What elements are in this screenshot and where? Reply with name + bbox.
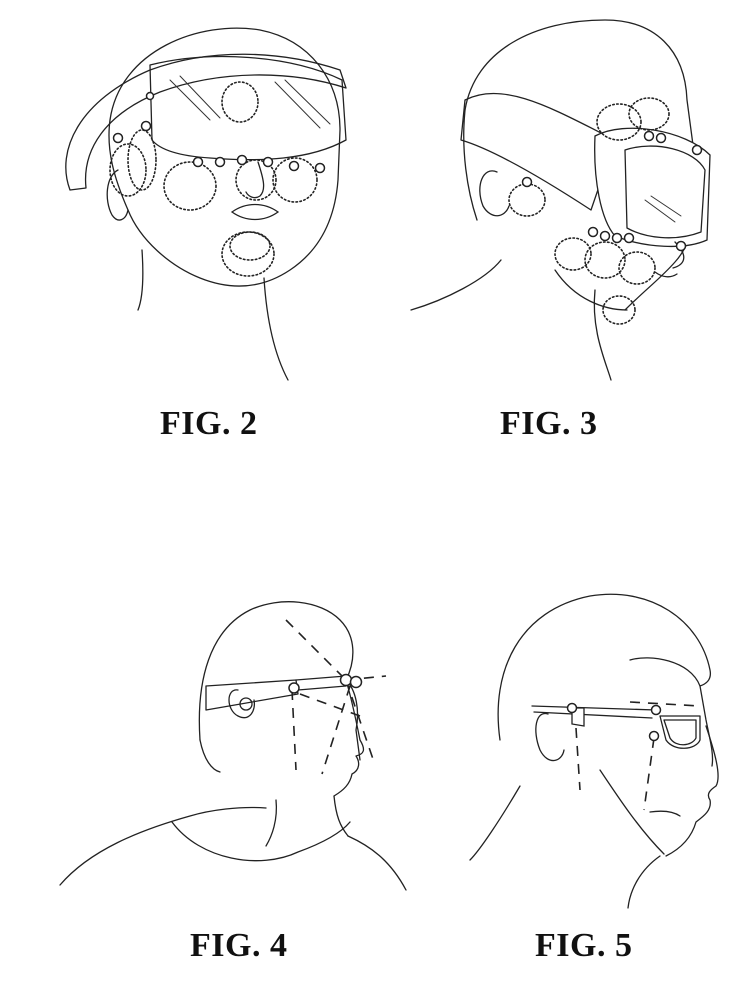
fig4-sensor: [289, 683, 299, 693]
fig4-collar: [172, 822, 350, 861]
fig4-shoulders: [60, 807, 266, 885]
fig2-headband: [66, 54, 346, 190]
fig5-neck-front: [628, 856, 660, 908]
fig5-temple-arm: [534, 712, 652, 718]
fig2-sensing-region: [222, 82, 258, 122]
fig2-neck-right: [264, 278, 288, 380]
fig4-sensing-line: [292, 690, 296, 770]
figure-4: [60, 590, 410, 900]
fig2-label: FIG. 2: [160, 405, 257, 443]
fig4-sensor: [351, 677, 362, 688]
fig2-visor-glare: [285, 80, 330, 124]
fig3-ear: [480, 171, 509, 216]
fig2-sensor: [264, 158, 273, 167]
fig5-face-profile: [666, 726, 718, 856]
fig3-sensor: [677, 242, 686, 251]
fig4-back-of-head: [200, 740, 220, 772]
figure-3: [405, 10, 725, 390]
fig4-neck: [266, 800, 276, 846]
fig4-label: FIG. 4: [190, 927, 287, 965]
fig2-sensing-region: [128, 130, 156, 190]
fig5-label: FIG. 5: [535, 927, 632, 965]
fig3-sensor: [693, 146, 702, 155]
fig3-mouth: [655, 272, 677, 277]
fig3-jaw: [555, 270, 627, 310]
fig4-drawing: [60, 590, 410, 900]
fig4-sensing-line: [346, 680, 374, 762]
fig2-sensor: [238, 156, 247, 165]
fig3-neck-back: [411, 260, 501, 310]
fig5-lens: [660, 716, 700, 748]
fig2-sensor: [142, 122, 151, 131]
fig5-sensing-line: [576, 728, 580, 790]
fig4-sensing-line: [322, 686, 350, 774]
figure-2: [50, 10, 370, 390]
fig4-shoulder-right: [348, 836, 406, 890]
fig5-hairline: [630, 658, 700, 686]
fig2-sensor: [194, 158, 203, 167]
fig3-label: FIG. 3: [500, 405, 597, 443]
fig2-drawing: [50, 10, 370, 390]
fig2-sensor: [290, 162, 299, 171]
fig4-sensor: [341, 675, 352, 686]
fig5-lens-inner: [664, 720, 696, 745]
fig5-sensor: [650, 732, 659, 741]
fig4-sensing-line: [286, 620, 346, 680]
fig4-temple-arm: [296, 676, 346, 680]
fig4-temple-arm: [298, 686, 346, 690]
fig3-sensor: [589, 228, 598, 237]
fig5-head-outline: [498, 594, 712, 766]
fig2-visor: [150, 57, 346, 160]
fig3-back-of-head: [464, 110, 477, 220]
fig2-nose: [246, 162, 264, 198]
fig3-sensor: [613, 234, 622, 243]
fig4-face-profile: [334, 680, 363, 796]
fig3-sensor: [625, 234, 634, 243]
fig2-sensor: [216, 158, 225, 167]
fig5-mouth: [650, 811, 680, 816]
fig2-sensor: [147, 93, 154, 100]
fig5-sensor: [652, 706, 661, 715]
fig3-sensing-region: [629, 98, 669, 130]
fig5-neck-back: [470, 786, 520, 860]
fig2-mouth: [232, 205, 278, 220]
fig3-drawing: [405, 10, 725, 390]
fig2-visor-glare: [275, 82, 320, 128]
fig5-ear: [536, 713, 564, 760]
fig2-sensor: [316, 164, 325, 173]
fig5-sensing-line: [630, 702, 700, 706]
fig5-temple-arm: [532, 706, 656, 710]
fig3-sensor: [657, 134, 666, 143]
fig3-sensor: [645, 132, 654, 141]
fig3-sensor: [601, 232, 610, 241]
fig3-sensing-region: [619, 252, 655, 284]
fig5-drawing: [460, 590, 730, 910]
fig3-sensor: [523, 178, 532, 187]
fig3-strap: [461, 94, 615, 210]
fig5-sensing-line: [644, 738, 654, 810]
fig2-neck-left: [138, 250, 143, 310]
figure-5: [460, 590, 730, 910]
fig3-sensing-region: [509, 184, 545, 216]
fig5-sensor: [568, 704, 577, 713]
fig2-sensing-region: [164, 162, 216, 210]
fig2-visor-glare: [180, 76, 220, 118]
fig2-sensor: [114, 134, 123, 143]
